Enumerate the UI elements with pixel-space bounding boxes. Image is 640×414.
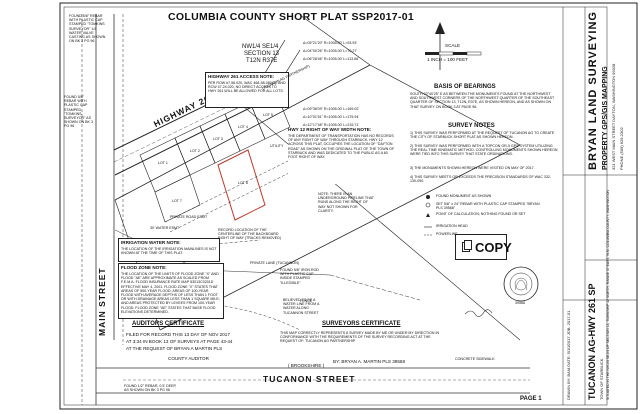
auditor-line-1: FILED FOR RECORD THIS 13 DAY OF NOV 2017 bbox=[126, 332, 230, 337]
surveyor-seal-icon bbox=[503, 266, 539, 302]
row-note-text: THE DEPARTMENT OF TRANSPORTATION HAS NO … bbox=[288, 134, 395, 160]
row-note-title: HWY 12 RIGHT OF WAY WIDTH NOTE: bbox=[288, 127, 372, 132]
sheet-border bbox=[59, 2, 638, 410]
project-sub: TOWN OF STARBUCK bbox=[599, 358, 604, 400]
company-name: BRYAN LAND SURVEYING bbox=[587, 11, 599, 170]
irrigation-note-title: IRRIGATION WATER NOTE: bbox=[121, 240, 181, 245]
access-note-text: PER ROW #7.56.020, WAC 468-58-080(2), AN… bbox=[208, 81, 286, 94]
believed-note: BELIEVED TO BE A WATER LINE FROM A WATER… bbox=[283, 298, 320, 315]
scale-label: SCALE bbox=[445, 43, 461, 48]
legend-item: POINT OF CALCULATION; NOTHING FOUND OR S… bbox=[436, 212, 526, 216]
legend-item: SET 5/8" x 24" REBAR WITH PLASTIC CAP ST… bbox=[436, 202, 540, 211]
survey-note-item: 3) THE MONUMENTS SHOWN HEREON WERE VISIT… bbox=[410, 166, 535, 170]
copy-stamp-text: COPY bbox=[475, 240, 512, 255]
flood-note-box: FLOOD ZONE NOTE: THE LOCATION OF THE LIM… bbox=[118, 263, 224, 319]
main-street-label: MAIN STREET bbox=[97, 267, 107, 336]
auditor-signer: COUNTY AUDITOR bbox=[168, 356, 209, 361]
found-bottom-note: FOUND 1/2" REBAR, 0.5' DEEP, AS SHOWN ON… bbox=[124, 384, 177, 393]
surveyor-signature: BY: BRYAN A. MARTIN PLS 39568 bbox=[333, 359, 406, 364]
auditor-line-3: AT THE REQUEST OF BRYAN A MARTIN PLS bbox=[126, 346, 223, 351]
legend-item: IRRIGATION HEAD bbox=[436, 224, 468, 228]
legend-item: FOUND MONUMENT AS SHOWN bbox=[436, 194, 492, 198]
tucanon-street-label: TUCANON STREET bbox=[263, 374, 356, 384]
copy-stamp: COPY bbox=[455, 234, 512, 260]
brookshire-label: ( BROOKSHIRE ) bbox=[288, 363, 325, 368]
survey-note-item: 1) THIS SURVEY WAS PERFORMED AT THE REQU… bbox=[410, 131, 555, 140]
found-rebar-note: FOUND 5/8" IRON ROD WITH PLASTIC CAP INS… bbox=[280, 268, 320, 285]
lot-label: LOT 2 bbox=[190, 149, 200, 153]
row-note-box: HWY 12 RIGHT OF WAY WIDTH NOTE: THE DEPA… bbox=[288, 127, 400, 184]
curve-row: Δ=12°17'48" R=1005.00' L=215.71' bbox=[303, 123, 360, 127]
survey-note-item: 4) THIS SURVEY MEETS OR EXCEEDS THE PREC… bbox=[410, 175, 552, 184]
lot-label: LOT 3 bbox=[213, 137, 223, 141]
lot-label: LOT 6 bbox=[238, 181, 248, 185]
company-address: 321 WEST MAIN STREET DAYTON, WASHINGTON … bbox=[611, 63, 616, 170]
curve-row: Δ=09°38'09" R=1005.00' L=169.02' bbox=[303, 107, 360, 111]
auditor-title: AUDITORS CERTIFICATE bbox=[132, 321, 205, 327]
drawn-by: DRAWN BY: BAM DATE: 5/10/2017 JOB: 2017-… bbox=[566, 310, 571, 400]
legend-symbols bbox=[424, 195, 432, 236]
lot-label: LOT 4 bbox=[238, 125, 248, 129]
plat-title: COLUMBIA COUNTY SHORT PLAT SSP2017-01 bbox=[168, 11, 415, 23]
company-services: PROPERTY GPS/GIS MAPPING bbox=[602, 66, 609, 170]
scale-bar-icon bbox=[425, 51, 482, 56]
surveyor-text: THIS MAP CORRECTLY REPRESENTS A SURVEY M… bbox=[280, 331, 440, 344]
auditor-line-2: AT 3:34 IN BOOK 13 OF SURVEYS AT PAGE 43… bbox=[126, 339, 233, 344]
access-note-title: HIGHWAY 261 ACCESS NOTE: bbox=[208, 74, 275, 79]
drawing-border bbox=[63, 6, 608, 406]
seal-number: 39568 bbox=[515, 301, 525, 305]
private-lane-label: PRIVATE LANE (TUCANNON) bbox=[250, 261, 299, 265]
north-arrow-icon bbox=[435, 22, 445, 70]
curve-row: Δ=06°28'46" R=1005.00' L=113.66' bbox=[303, 57, 359, 61]
lot-label: LOT 1 bbox=[158, 161, 168, 165]
bearings-title: BASIS OF BEARINGS bbox=[434, 84, 496, 90]
copy-icon bbox=[462, 240, 472, 252]
page-number: PAGE 1 bbox=[520, 396, 542, 402]
section-line-3: T12N R37E bbox=[246, 58, 278, 64]
scale-ratio: 1 INCH = 100 FEET bbox=[427, 57, 468, 62]
project-name: TUCANON AG-HWY 261 SP bbox=[587, 283, 597, 400]
utility-label: UTILITY bbox=[270, 144, 284, 148]
record-location-note: RECORD LOCATION OF THE CENTERLINE OF THE… bbox=[218, 228, 281, 241]
pipeline-note: NOTE: THERE IS AN UNDERGROUND PIPELINE T… bbox=[318, 192, 374, 213]
project-location: SITUATED IN THE NW1/4 SE1/4 OF SECTION 1… bbox=[606, 189, 610, 400]
flood-note-text: THE LOCATION OF THE LIMITS OF FLOOD ZONE… bbox=[121, 272, 220, 314]
company-phone: PHONE (509) 629-2302 bbox=[619, 127, 624, 170]
surveyor-title: SURVEYORS CERTIFICATE bbox=[322, 321, 401, 327]
survey-notes-title: SURVEY NOTES bbox=[448, 123, 495, 129]
found-rebar-note: FOUND 5/8" REBAR WITH PLASTIC CAP STAMPE… bbox=[64, 95, 93, 129]
found-rebar-note: FOUND 5/8" REBAR WITH PLASTIC CAP STAMPE… bbox=[69, 14, 106, 44]
section-line-2: SECTION 13 bbox=[244, 51, 280, 57]
lot-label: LOT 7 bbox=[172, 199, 182, 203]
curve-row: Δ=10°01'51" R=1005.00' L=175.94' bbox=[303, 115, 360, 119]
section-line-1: NW1/4 SE1/4 bbox=[242, 44, 279, 50]
irrigation-note-text: THE LOCATION OF THE IRRIGATION MAINLINES… bbox=[121, 247, 217, 256]
curve-row: Δ=05°21'20" R=1005.00' L=93.93' bbox=[303, 41, 358, 45]
private-road-label: PRIVATE ROAD ESMT bbox=[170, 215, 208, 219]
flood-note-title: FLOOD ZONE NOTE: bbox=[121, 265, 167, 270]
curve-row: Δ=04°00'26" R=1005.00' L=70.27' bbox=[303, 49, 358, 53]
concrete-note: CONCRETE SIDEWALK bbox=[455, 357, 495, 361]
fence-label: FENCE bbox=[300, 299, 313, 303]
access-note-box: HIGHWAY 261 ACCESS NOTE: PER ROW #7.56.0… bbox=[205, 72, 289, 108]
survey-note-item: 2) THIS SURVEY WAS PERFORMED WITH A TOPC… bbox=[410, 144, 558, 157]
lot-label: LOT 5 bbox=[263, 113, 273, 117]
legend-item: POWERLINE bbox=[436, 232, 458, 236]
bearings-text: SOUTH 02°40'25" E AS BETWEEN THE MONUMEN… bbox=[410, 92, 555, 109]
water-esmt-label: 30' WATER ESMT bbox=[150, 226, 180, 230]
signature-icon bbox=[464, 309, 493, 317]
irrigation-note-box: IRRIGATION WATER NOTE: THE LOCATION OF T… bbox=[118, 238, 220, 262]
